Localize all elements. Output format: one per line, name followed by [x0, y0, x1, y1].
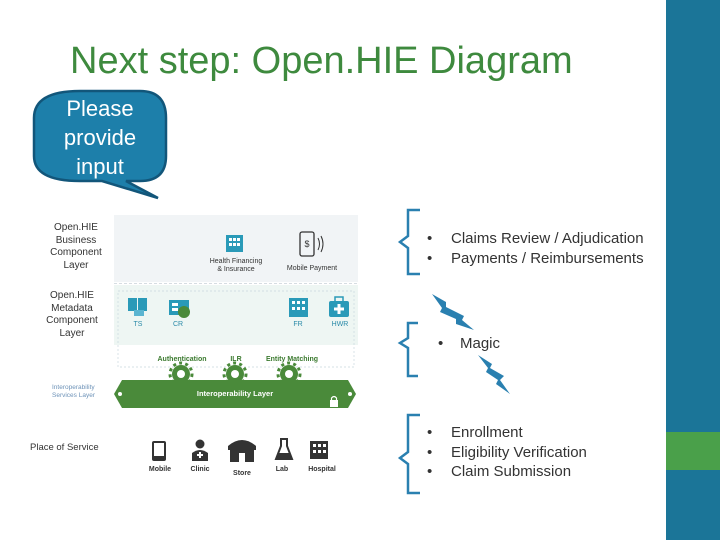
bubble-line: Please: [66, 96, 134, 121]
place-of-service-label: Place of Service: [30, 442, 99, 453]
list-item: • Magic: [438, 334, 500, 354]
service-label-ilr: ILR: [230, 356, 242, 363]
layer-label-line: Metadata: [51, 302, 93, 314]
list-item-text: Enrollment: [451, 424, 523, 441]
annotation-list-middle: • Magic: [438, 334, 500, 354]
bullet: •: [427, 230, 433, 247]
list-item-text: Claims Review / Adjudication: [451, 230, 644, 247]
bullet: •: [438, 335, 444, 352]
list-item-text: Claim Submission: [451, 463, 572, 480]
registry-label-ts: TS: [133, 321, 143, 328]
bullet: •: [427, 424, 433, 441]
facility-registry-icon: [289, 298, 308, 317]
list-item-text: Eligibility Verification: [451, 443, 587, 461]
component-label-line: Health Financing: [209, 258, 263, 265]
registry-label-cr: CR: [172, 321, 184, 328]
layer-label-line: Open.HIE: [50, 290, 94, 301]
registry-label-fr: FR: [293, 321, 303, 328]
clinic-icon: [192, 439, 208, 461]
list-item: • Payments / Reimbursements: [427, 249, 644, 269]
speech-bubble-text: Please provide input: [30, 94, 170, 181]
service-label-authentication: Authentication: [157, 356, 207, 363]
openhie-diagram: $: [114, 215, 358, 462]
registry-label-hwr: HWR: [331, 321, 349, 328]
bar-end-dot: [118, 392, 122, 396]
pos-label-hospital: Hospital: [308, 466, 336, 473]
layer-label-line: Layer: [63, 259, 89, 271]
annotation-graphics: [397, 208, 510, 495]
annotation-list-bottom: • Enrollment • Eligibility Verification • C…: [427, 423, 587, 482]
layer-label-line: Interoperability: [52, 384, 95, 391]
mobile-payment-icon: $: [299, 231, 324, 257]
metadata-layer-band: [114, 285, 358, 345]
list-item: • Claims Review / Adjudication: [427, 229, 644, 249]
bracket-bottom: [397, 413, 420, 495]
bubble-line: provide: [63, 125, 137, 150]
slide-title: Next step: Open.HIE Diagram: [70, 40, 573, 82]
interop-services-layer-label: Interoperability Services Layer: [52, 384, 112, 400]
sidebar-strip-top: [666, 0, 720, 432]
terminology-service-icon: [128, 298, 147, 316]
interoperability-layer-bar: [114, 380, 356, 408]
layer-label-line: Business: [55, 234, 97, 246]
interoperability-layer-label: Interoperability Layer: [196, 389, 274, 398]
bullet: •: [427, 249, 433, 267]
list-item: • Claim Submission: [427, 462, 587, 482]
hospital-icon: [310, 441, 328, 459]
authentication-gear-icon: [168, 361, 194, 387]
bracket-top: [397, 208, 420, 276]
svg-text:$: $: [304, 239, 309, 249]
service-label-entity-matching: Entity Matching: [265, 356, 319, 363]
layer-label-line: Services Layer: [52, 392, 95, 399]
lightning-icon: [478, 355, 510, 394]
pos-label-store: Store: [233, 470, 251, 477]
entity-matching-gear-icon: [276, 361, 302, 387]
bar-end-dot: [348, 392, 352, 396]
health-financing-label: Health Financing & Insurance: [198, 258, 274, 274]
client-registry-icon: [169, 300, 190, 318]
mobile-icon: [152, 441, 166, 461]
list-item-text: Magic: [460, 335, 501, 352]
list-item-text: Payments / Reimbursements: [451, 249, 644, 267]
pos-label-lab: Lab: [275, 466, 289, 473]
mobile-payment-label: Mobile Payment: [286, 265, 338, 272]
bracket-middle: [397, 321, 418, 378]
list-item: • Eligibility Verification: [427, 443, 587, 463]
health-worker-registry-icon: [329, 296, 349, 317]
list-item: • Enrollment: [427, 423, 587, 443]
component-label-line: & Insurance: [217, 266, 255, 273]
building-icon: [226, 235, 243, 252]
business-component-layer-label: Open.HIE Business Component Layer: [40, 222, 112, 272]
annotation-list-top: • Claims Review / Adjudication • Payments …: [427, 229, 644, 268]
layer-label-line: Layer: [59, 327, 85, 339]
layer-label-line: Component: [50, 247, 102, 258]
bullet: •: [427, 463, 433, 480]
ilr-gear-icon: [222, 361, 248, 387]
layer-label-line: Component: [46, 315, 98, 326]
sidebar-strip-bottom: [666, 470, 720, 540]
layer-label-line: Open.HIE: [54, 222, 98, 233]
lightning-icon: [432, 294, 474, 330]
lock-icon: [330, 395, 338, 407]
lab-icon: [274, 438, 294, 460]
speech-bubble: [32, 89, 168, 200]
bullet: •: [427, 443, 433, 461]
sidebar-strip-accent: [666, 432, 720, 470]
bubble-line: input: [76, 154, 124, 179]
pos-label-clinic: Clinic: [190, 466, 210, 473]
metadata-component-layer-label: Open.HIE Metadata Component Layer: [36, 290, 108, 340]
pos-label-mobile: Mobile: [148, 466, 172, 473]
store-icon: [228, 440, 256, 462]
